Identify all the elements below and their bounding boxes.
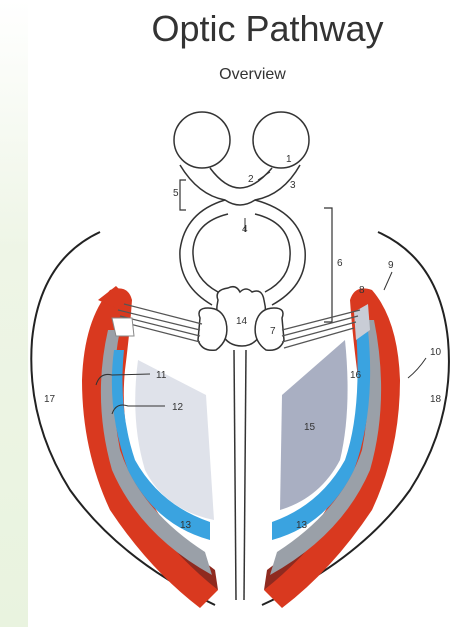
label-18: 18 — [430, 394, 442, 405]
label-8: 8 — [359, 285, 365, 296]
label-16: 16 — [350, 370, 362, 381]
bracket-5 — [180, 180, 186, 210]
label-5: 5 — [173, 188, 179, 199]
optic-nerve-outer — [180, 165, 300, 205]
label-6: 6 — [337, 258, 343, 269]
callout-10 — [408, 358, 426, 378]
label-12: 12 — [172, 402, 184, 413]
callout-2 — [258, 172, 270, 180]
midline-left — [234, 350, 236, 600]
left-fiber-block — [112, 318, 134, 336]
midline-right — [244, 350, 246, 600]
right-eye — [253, 112, 309, 168]
label-11: 11 — [156, 370, 167, 381]
label-10: 10 — [430, 347, 442, 358]
label-17: 17 — [44, 394, 56, 405]
left-optic-tract-inner — [193, 214, 228, 292]
label-13-left: 13 — [180, 520, 192, 531]
label-1: 1 — [286, 154, 292, 165]
label-15: 15 — [304, 422, 316, 433]
label-3: 3 — [290, 180, 296, 191]
label-2: 2 — [248, 174, 254, 185]
label-14: 14 — [236, 316, 248, 327]
left-lgn — [198, 308, 227, 350]
label-13-right: 13 — [296, 520, 308, 531]
callout-9 — [384, 272, 392, 290]
label-9: 9 — [388, 260, 394, 271]
optic-nerve-inner — [210, 168, 272, 188]
bracket-6 — [324, 208, 332, 322]
left-optic-tract-outer — [180, 200, 225, 305]
label-4: 4 — [242, 224, 248, 235]
left-eye — [174, 112, 230, 168]
right-optic-tract-inner — [255, 214, 290, 292]
right-radiation-fibers — [282, 310, 360, 348]
label-7: 7 — [270, 326, 276, 337]
